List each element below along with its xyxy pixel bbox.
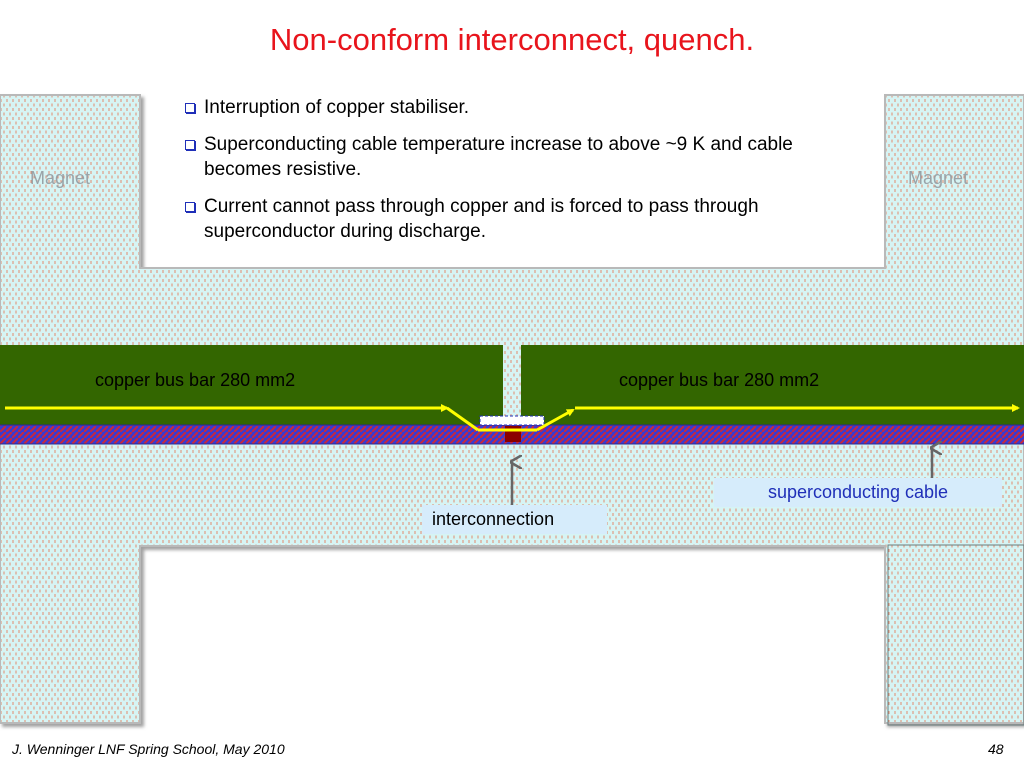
slide-title: Non-conform interconnect, quench. bbox=[269, 22, 755, 57]
bullet-item: Current cannot pass through copper and i… bbox=[185, 194, 865, 244]
magnet-body bbox=[0, 94, 1024, 724]
magnet-outline-lower-right bbox=[887, 544, 1024, 726]
interconnection-block bbox=[505, 426, 521, 442]
footer-author: J. Wenninger LNF Spring School, May 2010 bbox=[12, 741, 285, 757]
checkbox-bullet-icon bbox=[185, 202, 195, 212]
bullet-item: Interruption of copper stabiliser. bbox=[185, 95, 865, 120]
bullet-text: Current cannot pass through copper and i… bbox=[204, 196, 759, 242]
copper-bus-bar-left bbox=[0, 345, 503, 425]
superconducting-cable-callout: superconducting cable bbox=[714, 478, 1002, 507]
interconnection-splice bbox=[479, 415, 545, 426]
checkbox-bullet-icon bbox=[185, 103, 195, 113]
bullet-text: Interruption of copper stabiliser. bbox=[204, 97, 470, 118]
page-number: 48 bbox=[988, 741, 1004, 757]
checkbox-bullet-icon bbox=[185, 140, 195, 150]
copper-bus-bar-right bbox=[521, 345, 1024, 425]
current-arrow-diag-up bbox=[536, 408, 575, 432]
busbar-label-left: copper bus bar 280 mm2 bbox=[95, 370, 296, 390]
bullet-text: Superconducting cable temperature increa… bbox=[204, 134, 793, 180]
bullet-list: Interruption of copper stabiliser. Super… bbox=[185, 95, 865, 256]
busbar-label-right: copper bus bar 280 mm2 bbox=[619, 370, 820, 390]
current-arrow-diag-down bbox=[446, 406, 479, 432]
magnet-label-left: Magnet bbox=[30, 168, 91, 188]
interconnection-callout: interconnection bbox=[422, 505, 607, 534]
magnet-label-right: Magnet bbox=[908, 168, 969, 188]
bullet-item: Superconducting cable temperature increa… bbox=[185, 132, 865, 182]
